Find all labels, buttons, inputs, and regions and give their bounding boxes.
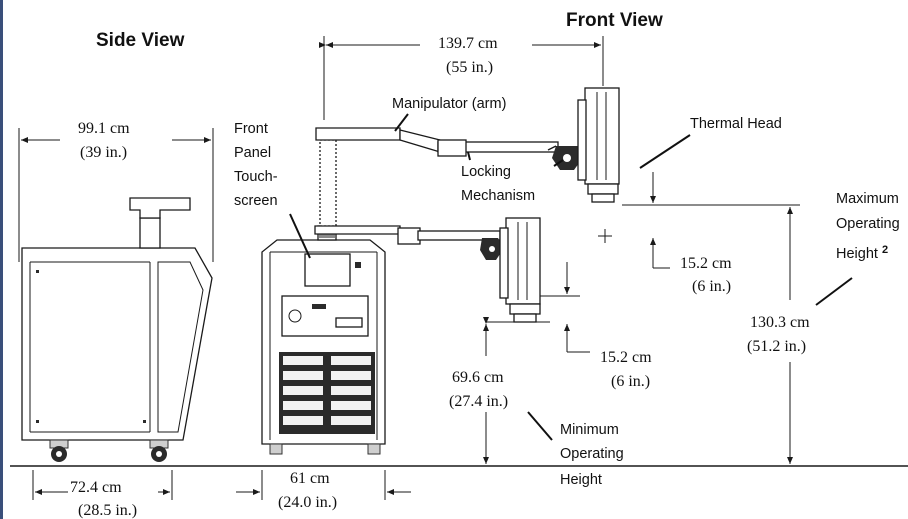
svg-text:Locking: Locking [461, 164, 511, 180]
left-frame-edge [0, 0, 3, 519]
svg-text:(39 in.): (39 in.) [80, 144, 127, 161]
svg-text:Height: Height [836, 246, 878, 262]
front-panel-label: Front Panel Touch- screen [234, 121, 278, 209]
side-base-dimension: 72.4 cm (28.5 in.) [70, 479, 137, 519]
side-view-title: Side View [96, 30, 185, 51]
svg-text:Panel: Panel [234, 145, 271, 161]
svg-text:139.7 cm: 139.7 cm [438, 35, 498, 52]
svg-text:130.3 cm: 130.3 cm [750, 314, 810, 331]
front-width-dimension: 61 cm (24.0 in.) [278, 470, 337, 511]
dimension-lines [18, 36, 800, 500]
svg-text:(24.0 in.): (24.0 in.) [278, 494, 337, 511]
side-view-unit [21, 197, 213, 462]
svg-text:Touch-: Touch- [234, 169, 278, 185]
head-offset-upper-dimension: 15.2 cm (6 in.) [680, 255, 732, 295]
svg-text:Mechanism: Mechanism [461, 188, 535, 204]
svg-text:(27.4 in.): (27.4 in.) [449, 393, 508, 410]
svg-text:61 cm: 61 cm [290, 470, 330, 487]
svg-text:Height: Height [560, 472, 602, 488]
svg-text:99.1 cm: 99.1 cm [78, 120, 130, 137]
manipulator-arm-raised [315, 87, 620, 227]
head-offset-lower-dimension: 15.2 cm (6 in.) [600, 349, 652, 390]
max-height-label: Maximum Operating Height 2 [836, 191, 900, 262]
svg-text:72.4 cm: 72.4 cm [70, 479, 122, 496]
locking-mechanism-label: Locking Mechanism [461, 164, 535, 204]
leader-lines [289, 113, 853, 441]
min-height-label: Minimum Operating Height [560, 422, 624, 488]
front-view-unit [261, 225, 386, 455]
svg-text:(6 in.): (6 in.) [611, 373, 650, 390]
manipulator-label: Manipulator (arm) [392, 96, 506, 112]
svg-text:(6 in.): (6 in.) [692, 278, 731, 295]
footnote-marker: 2 [882, 244, 888, 256]
svg-text:(55 in.): (55 in.) [446, 59, 493, 76]
svg-text:Front: Front [234, 121, 268, 137]
svg-text:15.2 cm: 15.2 cm [680, 255, 732, 272]
svg-text:screen: screen [234, 193, 278, 209]
svg-text:(51.2 in.): (51.2 in.) [747, 338, 806, 355]
min-op-height-dimension: 69.6 cm (27.4 in.) [449, 369, 508, 410]
thermal-head-label: Thermal Head [690, 116, 782, 132]
max-op-height-dimension: 130.3 cm (51.2 in.) [747, 314, 810, 355]
svg-text:Operating: Operating [560, 446, 624, 462]
arm-reach-dimension: 139.7 cm (55 in.) [438, 35, 498, 76]
svg-text:69.6 cm: 69.6 cm [452, 369, 504, 386]
front-view-title: Front View [566, 10, 663, 31]
svg-text:Maximum: Maximum [836, 191, 899, 207]
svg-text:15.2 cm: 15.2 cm [600, 349, 652, 366]
manipulator-arm-lowered [314, 217, 541, 323]
side-depth-dimension: 99.1 cm (39 in.) [78, 120, 130, 161]
svg-text:Minimum: Minimum [560, 422, 619, 438]
svg-text:Operating: Operating [836, 216, 900, 232]
svg-text:(28.5 in.): (28.5 in.) [78, 502, 137, 519]
